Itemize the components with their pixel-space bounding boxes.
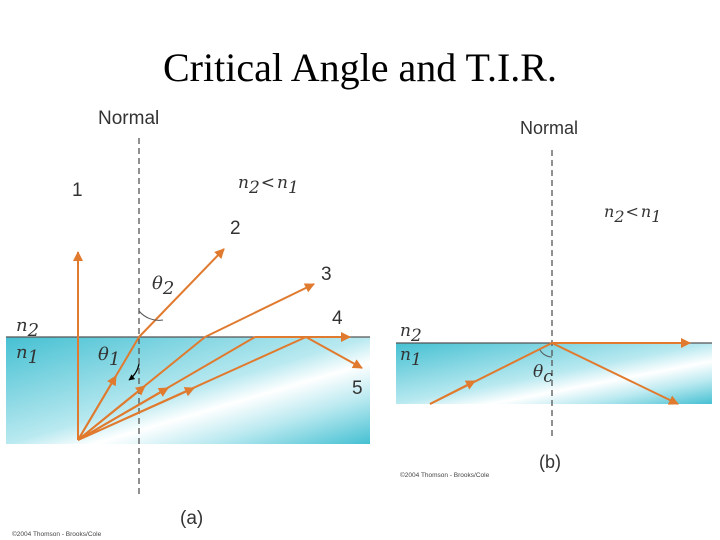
medium-n2-label-a: n2 <box>16 315 39 341</box>
critical-ray <box>429 338 691 405</box>
ray-label-5: 5 <box>352 378 363 399</box>
ray-label-3: 3 <box>321 264 332 285</box>
caption-b: (b) <box>539 452 561 472</box>
medium-n2-label-b: n2 <box>400 321 422 346</box>
caption-a: (a) <box>180 508 203 529</box>
panel-b: Normal n2<n1 n2 n1 θc (b) ©2004 Thomson … <box>396 118 712 480</box>
slide-title: Critical Angle and T.I.R. <box>162 45 557 90</box>
ray-4 <box>77 332 351 441</box>
medium-n1-label-b: n1 <box>400 345 422 370</box>
panel-a: Normal n2<n1 n2 n1 <box>6 100 370 540</box>
copyright-b: ©2004 Thomson - Brooks/Cole <box>400 471 490 479</box>
medium-n1-label-a: n1 <box>16 342 39 368</box>
theta1-label: θ1 <box>98 344 120 370</box>
relation-label-a: n2<n1 <box>238 173 299 198</box>
normal-label-b: Normal <box>520 118 578 138</box>
theta2-label: θ2 <box>152 273 174 299</box>
theta-c-label: θc <box>533 362 553 387</box>
ray-label-1: 1 <box>72 180 83 201</box>
medium-n1-region-b <box>396 343 712 404</box>
ray-5 <box>77 336 363 441</box>
ray-label-4: 4 <box>332 308 343 329</box>
theta2-arc <box>138 310 164 321</box>
ray-3 <box>77 283 315 441</box>
ray-2 <box>77 248 225 441</box>
ray-label-2: 2 <box>230 218 241 239</box>
normal-label-a: Normal <box>98 108 159 129</box>
relation-label-b: n2<n1 <box>604 202 661 226</box>
theta1-arc <box>128 363 140 381</box>
copyright-a: ©2004 Thomson - Brooks/Cole <box>12 530 102 538</box>
theta-c-arc <box>539 349 553 358</box>
